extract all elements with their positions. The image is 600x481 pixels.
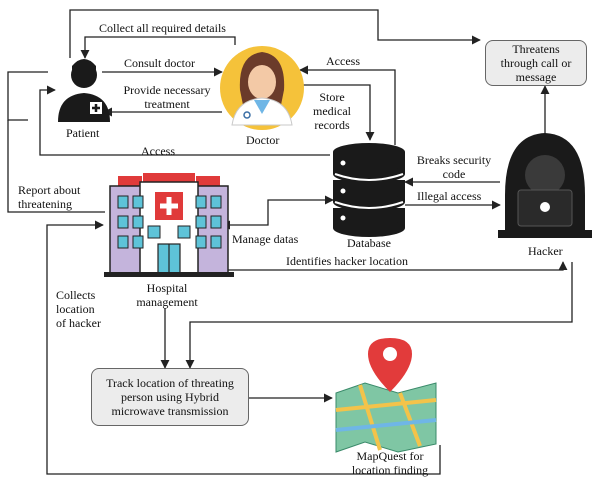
threatens-line-3: message — [515, 70, 557, 84]
mapquest-label: MapQuest for location finding — [335, 449, 445, 477]
edge-label-provide-treatment: Provide necessary treatment — [112, 83, 222, 111]
doctor-label: Doctor — [246, 133, 280, 147]
edge-label-breaks-code: Breaks security code — [410, 153, 498, 181]
edge-report-threat — [7, 120, 105, 213]
patient-icon — [58, 59, 110, 122]
collects-location-line-1: Collects — [56, 288, 96, 302]
store-records-line-2: medical — [313, 104, 351, 118]
mapquest-label-line-1: MapQuest for — [356, 449, 424, 463]
edge-store-records — [300, 84, 375, 141]
database-label: Database — [347, 236, 391, 250]
edge-collect-details — [80, 36, 236, 59]
edge-outer-left — [7, 71, 48, 121]
collects-location-line-2: location — [56, 302, 95, 316]
edge-access-doctor — [299, 65, 396, 145]
edge-label-manage-datas: Manage datas — [232, 232, 299, 246]
edge-label-identifies-hacker: Identifies hacker location — [286, 254, 408, 268]
hospital-label: Hospital management — [117, 281, 217, 309]
edge-label-access-doctor: Access — [326, 54, 360, 68]
threatens-line-2: through call or — [500, 56, 572, 70]
store-records-line-1: Store — [319, 90, 345, 104]
edge-label-consult-doctor: Consult doctor — [124, 56, 195, 70]
doctor-icon — [220, 46, 304, 130]
map-icon — [335, 338, 437, 453]
hacker-icon — [498, 133, 592, 238]
provide-treatment-line-2: treatment — [144, 97, 190, 111]
track-location-box: Track location of threating person using… — [91, 368, 249, 426]
edge-top-loop — [69, 9, 481, 58]
edge-identifies-hacker — [225, 261, 568, 271]
edge-access-patient — [39, 85, 330, 156]
hacker-label: Hacker — [528, 244, 563, 258]
edge-hacker-track — [185, 262, 573, 369]
threatens-line-1: Threatens — [512, 42, 560, 56]
hospital-label-line-2: management — [136, 295, 198, 309]
track-line-1: Track location of threating — [106, 376, 234, 390]
report-threat-line-2: threatening — [18, 197, 72, 211]
breaks-code-line-1: Breaks security — [416, 153, 492, 167]
report-threat-line-1: Report about — [18, 183, 81, 197]
collects-location-line-3: of hacker — [56, 316, 101, 330]
edge-collects-location — [46, 220, 441, 475]
threatens-box: Threatens through call or message — [485, 40, 587, 86]
edge-label-access-patient: Access — [141, 144, 175, 158]
edge-label-report-threat: Report about threatening — [18, 183, 80, 211]
edge-label-illegal-access: Illegal access — [417, 189, 482, 203]
track-line-3: microwave transmission — [111, 404, 229, 418]
patient-label: Patient — [66, 126, 100, 140]
mapquest-label-line-2: location finding — [351, 463, 429, 477]
edge-label-store-records: Store medical records — [307, 90, 357, 132]
provide-treatment-line-1: Provide necessary — [123, 83, 211, 97]
edge-label-collect-details: Collect all required details — [99, 21, 226, 35]
hospital-label-line-1: Hospital — [146, 281, 188, 295]
hospital-icon — [104, 173, 234, 277]
edge-label-collects-location: Collects location of hacker — [56, 288, 101, 330]
database-icon — [333, 143, 405, 237]
store-records-line-3: records — [314, 118, 350, 132]
breaks-code-line-2: code — [442, 167, 466, 181]
track-line-2: person using Hybrid — [120, 390, 219, 404]
edge-manage-datas — [221, 195, 334, 230]
